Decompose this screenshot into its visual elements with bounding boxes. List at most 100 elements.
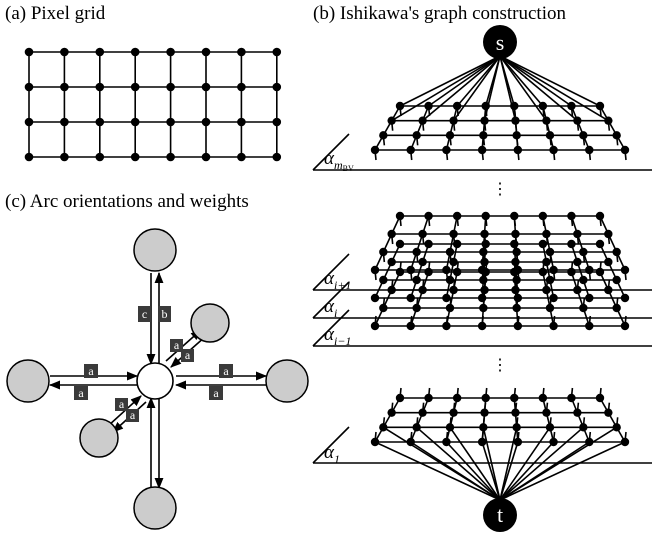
level-plane-top — [312, 133, 652, 171]
pixel-node — [272, 152, 282, 162]
lattice-node — [449, 285, 458, 295]
pixel-node — [24, 82, 34, 92]
lattice-node — [395, 393, 405, 403]
pixel-node — [60, 117, 69, 127]
lattice-node — [510, 267, 519, 277]
lattice-edge — [374, 271, 401, 327]
lattice-node — [395, 211, 405, 221]
pixel-node — [130, 152, 140, 162]
lattice-edge — [599, 271, 626, 327]
lattice-node — [387, 408, 396, 417]
source-edge — [399, 55, 501, 107]
lattice-node — [595, 239, 605, 249]
lattice-edge — [409, 243, 430, 299]
pixel-node — [130, 47, 140, 57]
lattice-node — [379, 275, 388, 285]
pixel-node — [95, 152, 105, 162]
pixel-node — [95, 117, 105, 127]
pixel-node — [24, 152, 34, 162]
weight-label-a-left-bottom: a — [74, 386, 88, 400]
lattice-node — [545, 131, 555, 140]
lattice-edge — [599, 215, 626, 271]
lattice-edge — [374, 215, 401, 271]
source-node: s — [483, 25, 517, 59]
lattice-edge — [445, 105, 458, 151]
lattice-node — [480, 285, 489, 295]
lattice-node — [479, 275, 488, 285]
lattice-node — [424, 239, 433, 249]
lattice-node — [379, 423, 388, 432]
sink-edge — [499, 427, 518, 501]
lattice-node — [510, 239, 519, 249]
lattice-node — [620, 293, 630, 303]
lattice-node — [477, 321, 487, 331]
lattice-edge — [570, 243, 591, 299]
lattice-node — [585, 321, 594, 331]
lattice-node — [585, 145, 594, 155]
lattice-edge — [409, 105, 430, 151]
lattice-node — [542, 408, 551, 417]
lattice-node — [479, 423, 488, 432]
weight-label-a-upper-right-1: a — [170, 338, 183, 352]
lattice-node — [511, 257, 520, 267]
source-edge — [499, 55, 548, 122]
lattice-node — [579, 275, 588, 285]
pixel-node — [201, 82, 211, 92]
lattice-node — [545, 247, 555, 257]
lattice-node — [567, 211, 576, 221]
sink-node: t — [483, 498, 517, 532]
svg-text:a: a — [223, 364, 229, 378]
lattice-edge — [570, 271, 591, 327]
pixel-node — [130, 82, 140, 92]
neighbor-node-left — [6, 359, 50, 403]
weight-label-a-lower-left-2: a — [126, 408, 139, 422]
weight-label-a-upper-right-2: a — [181, 348, 194, 362]
svg-text:a: a — [88, 364, 94, 378]
lattice-node — [538, 267, 548, 277]
lattice-node — [612, 275, 621, 285]
lattice-node — [510, 393, 519, 403]
lattice-node — [481, 211, 490, 221]
lattice-node — [479, 247, 488, 257]
lattice-node — [512, 423, 521, 432]
neighbor-node-right — [265, 359, 309, 403]
lattice-node — [387, 229, 396, 239]
weight-label-a-right-bottom: a — [209, 386, 223, 400]
lattice-node — [442, 145, 451, 155]
pixel-node — [237, 152, 246, 162]
svg-text:a: a — [185, 348, 191, 362]
lattice-node — [406, 293, 415, 303]
svg-text:b: b — [162, 307, 168, 321]
lattice-node — [406, 145, 415, 155]
lattice-node — [579, 247, 588, 257]
lattice-node — [387, 116, 396, 125]
lattice-node — [424, 211, 433, 221]
lattice-node — [370, 145, 380, 155]
lattice-node — [510, 211, 519, 221]
neighbor-node-upper-right — [190, 303, 230, 343]
lattice-edge — [513, 397, 519, 443]
lattice-node — [442, 293, 451, 303]
lattice-edge — [445, 397, 458, 443]
lattice-node — [511, 285, 520, 295]
neighbor-node-lower-left — [79, 418, 119, 458]
lattice-node — [542, 285, 551, 295]
lattice-node — [387, 257, 396, 267]
lattice-node — [445, 303, 455, 313]
lattice-node — [449, 408, 458, 417]
lattice-edge — [542, 215, 555, 271]
lattice-node — [549, 321, 558, 331]
lattice-node — [604, 285, 613, 295]
lattice-node — [442, 265, 451, 275]
level-label-lower: αi−1 — [324, 324, 351, 348]
lattice-node — [449, 229, 458, 239]
lattice-node — [545, 303, 555, 313]
source-label: s — [496, 30, 505, 55]
neighbor-node-top — [133, 228, 177, 272]
lattice-node — [418, 257, 427, 267]
lattice-node — [604, 257, 613, 267]
lattice-node — [612, 423, 621, 432]
lattice-node — [511, 408, 520, 417]
lattice-node — [395, 239, 405, 249]
level-plane-lower — [312, 309, 652, 347]
